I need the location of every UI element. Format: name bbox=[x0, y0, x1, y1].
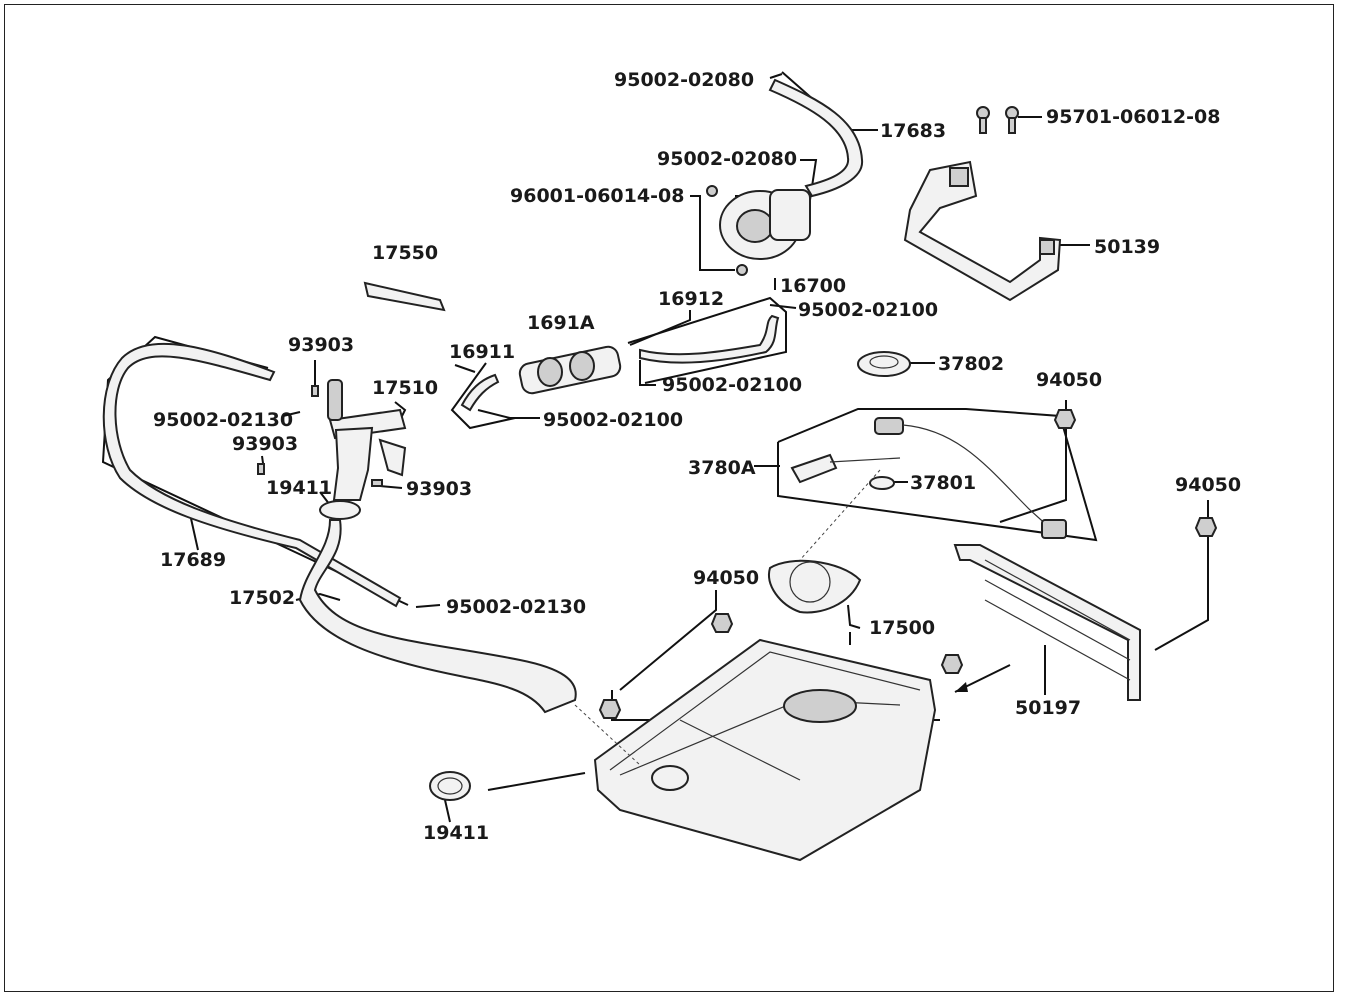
label-17683: 17683 bbox=[880, 120, 946, 142]
label-17550: 17550 bbox=[372, 242, 438, 264]
bracket-50139 bbox=[903, 160, 1062, 302]
bolts-95701 bbox=[976, 106, 1019, 134]
label-50197: 50197 bbox=[1015, 697, 1081, 719]
label-95002-02100-a: 95002-02100 bbox=[798, 299, 938, 321]
clamp-19411-a bbox=[319, 500, 361, 520]
fuel-tank-17500 bbox=[593, 638, 937, 862]
assembly-line bbox=[574, 704, 641, 766]
label-96001-06014-08: 96001-06014-08 bbox=[510, 185, 684, 207]
gauge-plate bbox=[768, 469, 881, 614]
ring-37802 bbox=[857, 351, 911, 377]
diagram-frame bbox=[4, 4, 1334, 992]
label-3780A: 3780A bbox=[688, 457, 756, 479]
gasket-37801 bbox=[869, 476, 895, 490]
label-93903-c: 93903 bbox=[406, 478, 472, 500]
label-19411-b: 19411 bbox=[423, 822, 489, 844]
label-17502: 17502 bbox=[229, 587, 295, 609]
tube-17689 bbox=[102, 342, 402, 608]
filler-neck-17510 bbox=[327, 379, 407, 501]
label-93903-b: 93903 bbox=[232, 433, 298, 455]
label-94050-b: 94050 bbox=[1175, 474, 1241, 496]
label-1691A: 1691A bbox=[527, 312, 595, 334]
bracket-16911 bbox=[450, 362, 516, 430]
screws-93903 bbox=[257, 385, 383, 487]
label-16912: 16912 bbox=[658, 288, 724, 310]
fuel-pump-16700 bbox=[706, 185, 811, 276]
label-95002-02100-b: 95002-02100 bbox=[662, 374, 802, 396]
label-94050-c: 94050 bbox=[693, 567, 759, 589]
heat-shield-50197 bbox=[953, 544, 1141, 701]
hose-17683 bbox=[768, 78, 864, 198]
label-19411-a: 19411 bbox=[266, 477, 332, 499]
clamp-19411-b bbox=[429, 771, 471, 801]
label-95002-02080-top: 95002-02080 bbox=[614, 69, 754, 91]
bracket-16912 bbox=[627, 296, 787, 384]
seal-17550 bbox=[363, 281, 446, 312]
hose-16911 bbox=[460, 373, 500, 412]
label-16911: 16911 bbox=[449, 341, 515, 363]
label-95701-06012-08: 95701-06012-08 bbox=[1046, 106, 1220, 128]
hose-16912 bbox=[639, 314, 780, 364]
label-17500: 17500 bbox=[869, 617, 935, 639]
label-95002-02080-mid: 95002-02080 bbox=[657, 148, 797, 170]
label-95002-02130-a: 95002-02130 bbox=[153, 409, 293, 431]
label-93903-a: 93903 bbox=[288, 334, 354, 356]
fuel-gauge-3780A bbox=[790, 417, 1067, 539]
label-37802: 37802 bbox=[938, 353, 1004, 375]
fuel-filter-1691A bbox=[518, 345, 622, 395]
label-50139: 50139 bbox=[1094, 236, 1160, 258]
label-37801: 37801 bbox=[910, 472, 976, 494]
label-94050-a: 94050 bbox=[1036, 369, 1102, 391]
label-16700: 16700 bbox=[780, 275, 846, 297]
label-17689: 17689 bbox=[160, 549, 226, 571]
pipe-17502 bbox=[298, 519, 577, 714]
label-95002-02100-c: 95002-02100 bbox=[543, 409, 683, 431]
label-95002-02130-b: 95002-02130 bbox=[446, 596, 586, 618]
label-17510: 17510 bbox=[372, 377, 438, 399]
